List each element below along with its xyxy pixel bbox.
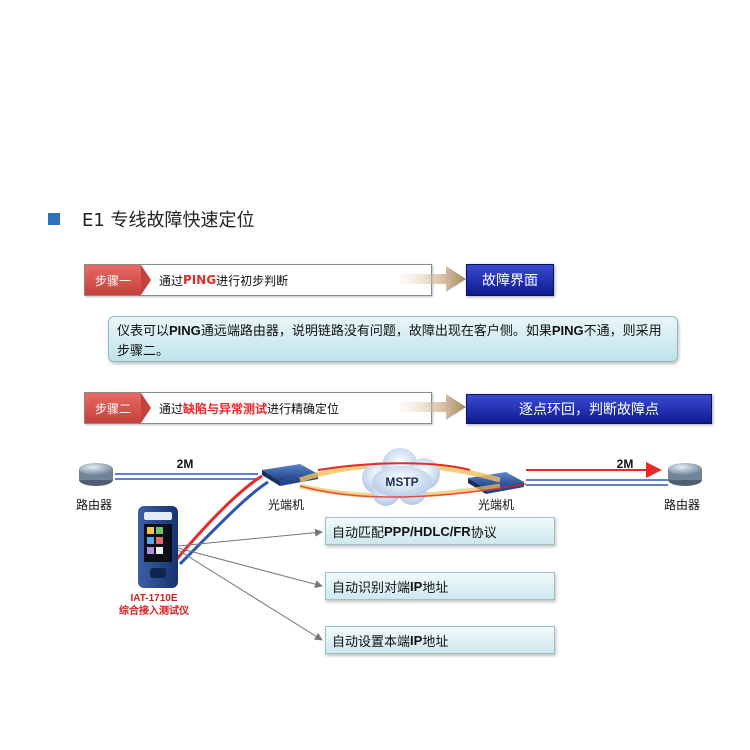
step1-label: 步骤一 (85, 265, 141, 295)
step2-box: 步骤二 通过缺陷与异常测试进行精确定位 (84, 392, 432, 424)
optic-left-label: 光端机 (268, 498, 305, 512)
leader-line-2 (177, 547, 323, 589)
leader-line-3 (177, 549, 323, 641)
info-box: 仪表可以PING通远端路由器，说明链路没有问题，故障出现在客户侧。如果PING不… (108, 316, 678, 362)
mstp-cloud-icon (362, 448, 440, 506)
network-diagram: MSTP 2M 2M (79, 448, 702, 641)
step1-result: 故障界面 (466, 264, 554, 296)
step2-result: 逐点环回，判断故障点 (466, 394, 712, 424)
section-title: E1 专线故障快速定位 (48, 206, 255, 232)
leader-line-1 (177, 528, 323, 547)
router-left-icon (79, 463, 113, 486)
rate-left-label: 2M (177, 457, 194, 471)
bullet-square-icon (48, 213, 60, 225)
page-title: E1 专线故障快速定位 (82, 210, 255, 231)
rate-right-label: 2M (617, 457, 634, 471)
cloud-label: MSTP (385, 475, 418, 489)
step2-text: 通过缺陷与异常测试进行精确定位 (159, 401, 340, 416)
router-right-label: 路由器 (664, 498, 701, 512)
step2-arrow-icon (141, 393, 151, 423)
router-right-icon (668, 463, 702, 486)
iat-device-icon (138, 506, 178, 588)
device-name: 综合接入测试仪 (119, 606, 189, 617)
device-model: IAT-1710E (130, 593, 178, 604)
optic-right-label: 光端机 (478, 498, 515, 512)
router-left-label: 路由器 (76, 498, 113, 512)
step1-result-arrow-icon (400, 266, 466, 292)
step1-arrow-icon (141, 265, 151, 295)
device-label: IAT-1710E 综合接入测试仪 (108, 592, 200, 618)
step2-label: 步骤二 (85, 393, 141, 423)
step2-result-arrow-icon (400, 394, 466, 420)
